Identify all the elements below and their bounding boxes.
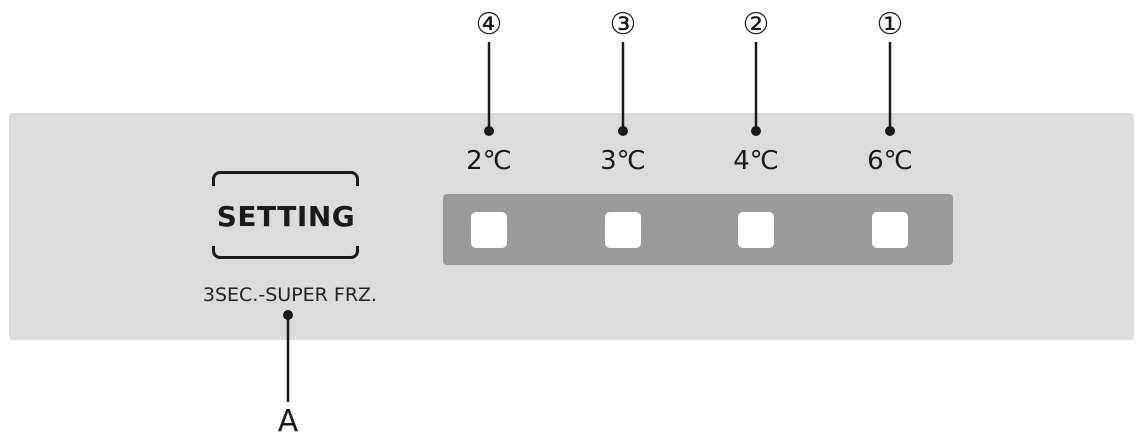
- temperature-label-3c: 3℃: [600, 146, 646, 176]
- callout-number-4: ④: [475, 7, 503, 42]
- temperature-label-4c: 4℃: [733, 146, 779, 176]
- indicator-light-2c: [471, 212, 507, 248]
- callout-letter-a: A: [277, 404, 299, 439]
- callout-number-1: ①: [876, 7, 904, 42]
- indicator-light-4c: [738, 212, 774, 248]
- callout-number-3: ③: [609, 7, 637, 42]
- leader-dot-1: [885, 126, 895, 136]
- leader-dot-4: [484, 126, 494, 136]
- setting-button-frame-gap: [206, 186, 366, 246]
- temperature-label-6c: 6℃: [867, 146, 913, 176]
- indicator-light-3c: [605, 212, 641, 248]
- leader-dot-2: [751, 126, 761, 136]
- temperature-label-2c: 2℃: [466, 146, 512, 176]
- leader-dot-3: [618, 126, 628, 136]
- super-freeze-hint: 3SEC.-SUPER FRZ.: [202, 284, 378, 306]
- temperature-indicator-bar: [443, 194, 953, 265]
- leader-dot-a: [283, 310, 293, 320]
- callout-number-2: ②: [742, 7, 770, 42]
- setting-button-label: SETTING: [216, 200, 356, 233]
- indicator-light-6c: [872, 212, 908, 248]
